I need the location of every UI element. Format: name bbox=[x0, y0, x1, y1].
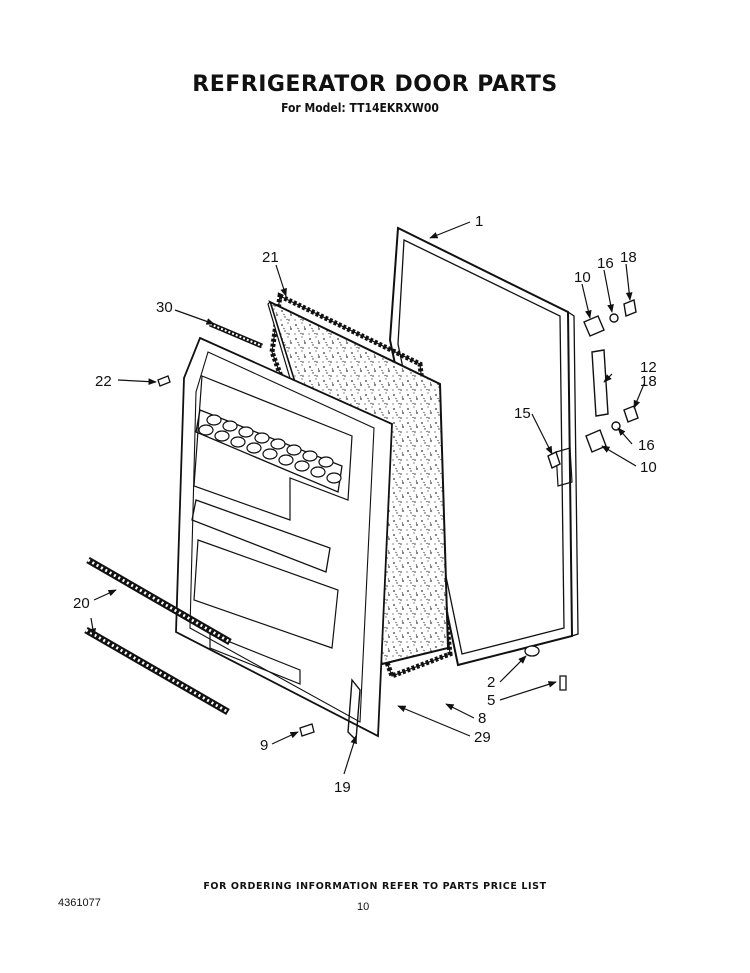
leader-lines bbox=[89, 221, 645, 775]
ordering-note: FOR ORDERING INFORMATION REFER TO PARTS … bbox=[203, 881, 547, 892]
callout-8: 8 bbox=[478, 710, 486, 727]
callout-labels: 1 21 30 22 20 9 19 29 8 5 2 15 10 16 18 … bbox=[73, 213, 657, 796]
shelf-bars bbox=[84, 556, 232, 716]
callout-2: 2 bbox=[487, 674, 495, 691]
callout-19: 19 bbox=[334, 779, 351, 796]
callout-16-bottom: 16 bbox=[638, 437, 655, 454]
callout-18-mid: 18 bbox=[640, 373, 657, 390]
callout-10-top: 10 bbox=[574, 269, 591, 286]
small-screws bbox=[157, 375, 567, 737]
door-gasket bbox=[269, 292, 453, 680]
callout-16-top: 16 bbox=[597, 255, 614, 272]
egg-tray-cups bbox=[198, 414, 342, 484]
top-trim-strip bbox=[209, 321, 263, 349]
callout-10-bottom: 10 bbox=[640, 459, 657, 476]
callout-29: 29 bbox=[474, 729, 491, 746]
callout-30: 30 bbox=[156, 299, 173, 316]
door-liner bbox=[175, 336, 393, 742]
callout-20: 20 bbox=[73, 595, 90, 612]
callout-5: 5 bbox=[487, 692, 495, 709]
callout-12: 12 bbox=[640, 359, 657, 376]
callout-18-top: 18 bbox=[620, 249, 637, 266]
page-number: 10 bbox=[357, 901, 370, 913]
page-title: REFRIGERATOR DOOR PARTS bbox=[192, 72, 558, 97]
callout-21: 21 bbox=[262, 249, 279, 266]
callout-22: 22 bbox=[95, 373, 112, 390]
callout-9: 9 bbox=[260, 737, 268, 754]
callout-1: 1 bbox=[475, 213, 483, 230]
callout-15: 15 bbox=[514, 405, 531, 422]
model-subtitle: For Model: TT14EKRXW00 bbox=[281, 101, 439, 115]
document-number: 4361077 bbox=[58, 897, 101, 909]
